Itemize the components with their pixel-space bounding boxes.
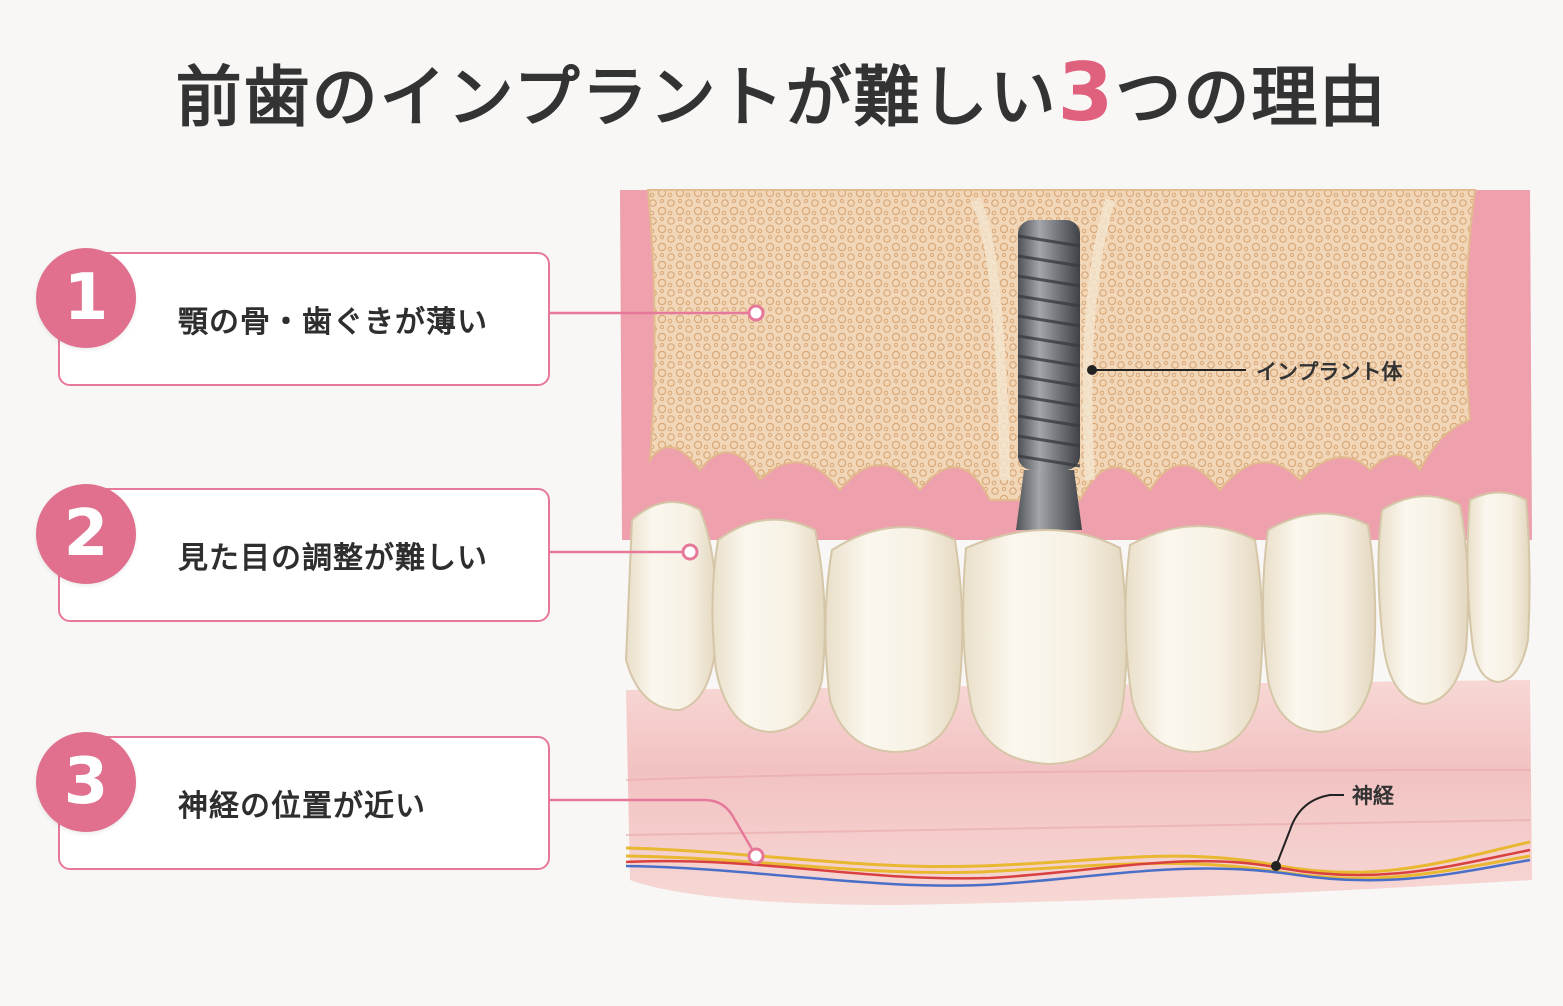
reason-card-3: 神経の位置が近い [58, 736, 550, 870]
reason-text-2: 見た目の調整が難しい [178, 541, 488, 576]
reason-badge-3: 3 [36, 732, 136, 832]
reason-text-3: 神経の位置が近い [178, 789, 426, 824]
implant-label: インプラント体 [1256, 360, 1403, 384]
reason-text-1: 顎の骨・歯ぐきが薄い [178, 305, 488, 340]
reason-badge-1: 1 [36, 248, 136, 348]
implant-body [1016, 220, 1082, 530]
title-text-after: つの理由 [1115, 59, 1388, 136]
nerve-bundle [625, 840, 1531, 887]
reason-card-2: 見た目の調整が難しい [58, 488, 550, 622]
nerve-label: 神経 [1352, 784, 1394, 808]
reason-card-1: 顎の骨・歯ぐきが薄い [58, 252, 550, 386]
title-number: 3 [1057, 46, 1116, 139]
title-text-before: 前歯のインプラントが難しい [175, 59, 1058, 136]
reason-badge-2: 2 [36, 484, 136, 584]
callout-lines [550, 304, 1344, 871]
page-title: 前歯のインプラントが難しい3つの理由 [0, 48, 1563, 143]
